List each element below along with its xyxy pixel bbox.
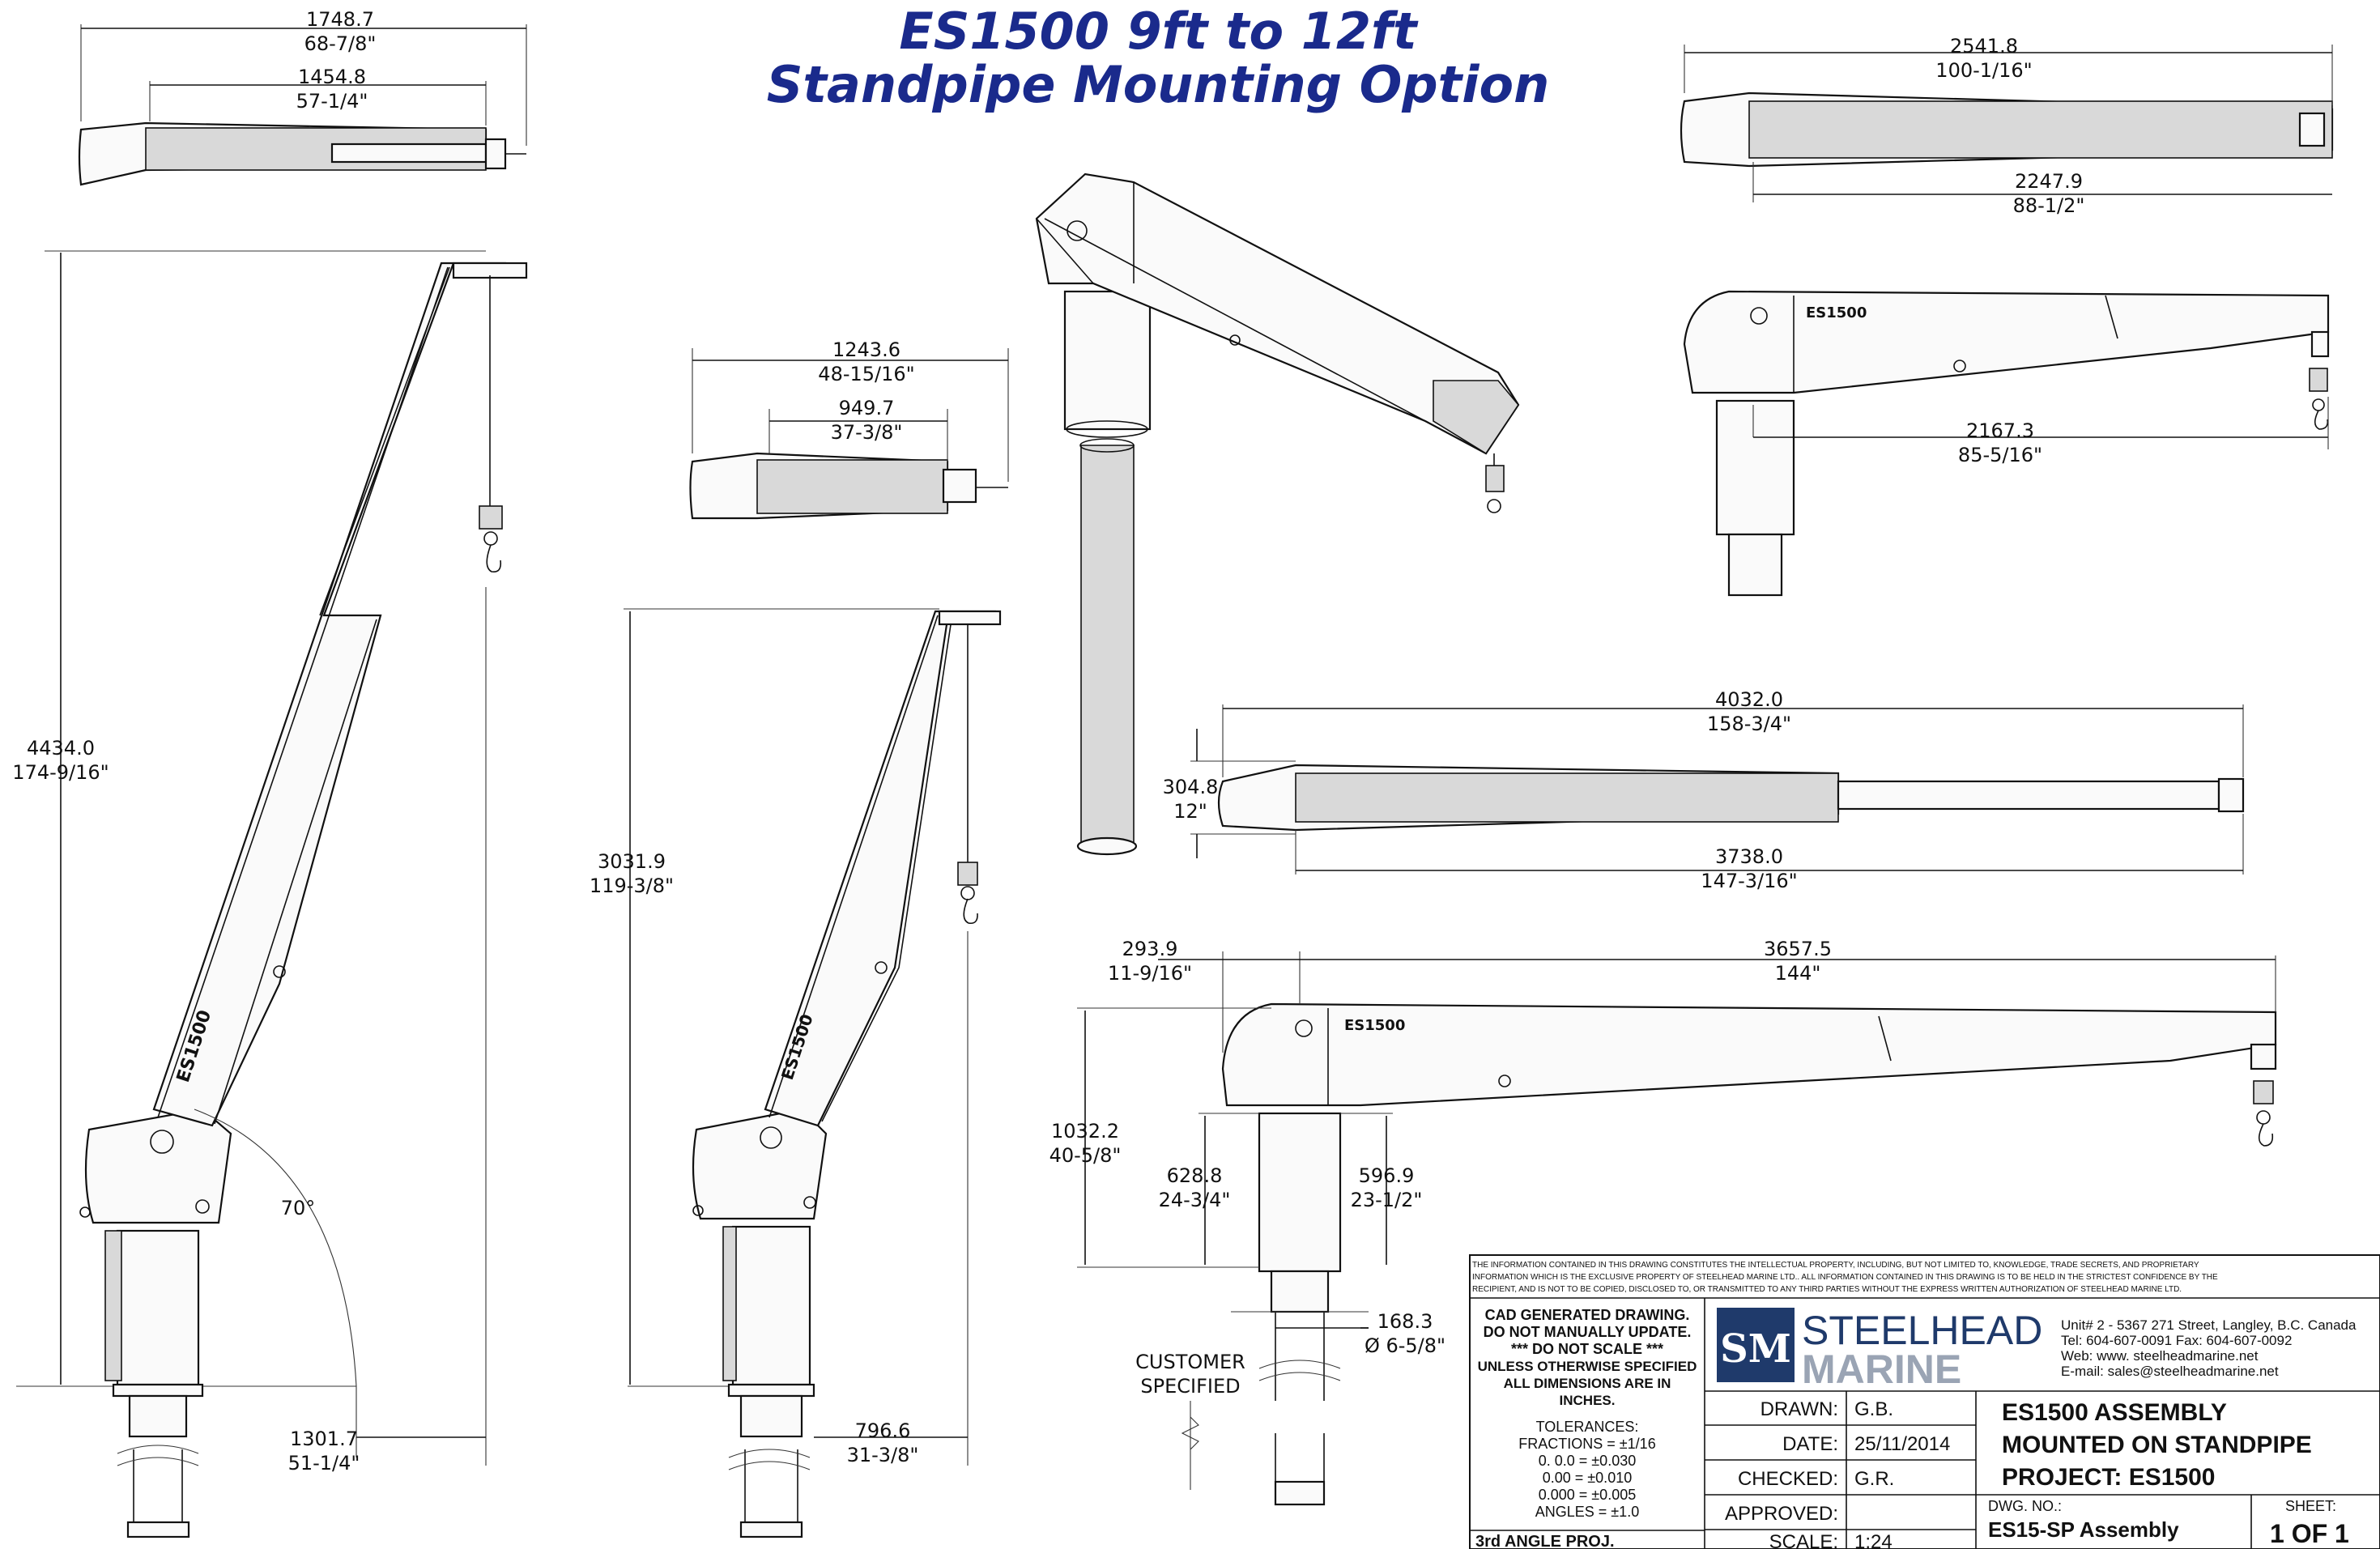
dim-mid-top-overall-mm: 1243.6 <box>832 338 900 361</box>
dim-mid-top-inner-mm: 949.7 <box>839 397 895 419</box>
value-date: 25/11/2014 <box>1854 1433 1950 1455</box>
dim-ext-top-height-mm: 304.8 <box>1163 776 1219 798</box>
address-line-2: Tel: 604-607-0091 Fax: 604-607-0092 <box>2061 1333 2292 1348</box>
dim-ext-side-reach-in: 144" <box>1775 962 1821 985</box>
dim-top-small-overall-mm: 1748.7 <box>306 8 374 31</box>
address-line-4: E-mail: sales@steelheadmarine.net <box>2061 1364 2279 1379</box>
extended-side-view: ES1500 <box>1077 951 2277 1506</box>
tall-crane-side-view: ES1500 <box>16 250 528 1538</box>
tolerance-line-2: FRACTIONS = ±1/16 <box>1518 1436 1655 1452</box>
dim-right-top-inner-in: 88-1/2" <box>2013 194 2085 217</box>
dim-ext-top-inner-mm: 3738.0 <box>1715 845 1783 868</box>
brand-mark-right: ES1500 <box>1806 304 1867 321</box>
dim-pipe-dia-in: Ø 6-5/8" <box>1365 1334 1445 1357</box>
dim-ext-side-offset-in: 11-9/16" <box>1108 962 1192 985</box>
dim-ext-side-height-in: 40-5/8" <box>1049 1144 1122 1167</box>
dim-right-side-reach-in: 85-5/16" <box>1958 444 2042 466</box>
label-checked: CHECKED: <box>1738 1468 1838 1490</box>
dim-tall-angle: 70° <box>281 1197 316 1219</box>
disclaimer-line1: THE INFORMATION CONTAINED IN THIS DRAWIN… <box>1472 1261 2199 1270</box>
dim-right-top-overall-in: 100-1/16" <box>1935 59 2032 82</box>
tolerance-line-3: 0. 0.0 = ±0.030 <box>1539 1453 1636 1469</box>
cad-note-1: CAD GENERATED DRAWING. <box>1485 1307 1690 1323</box>
dim-top-small-overall-in: 68-7/8" <box>304 32 377 55</box>
brand-mark-ext: ES1500 <box>1344 1017 1405 1034</box>
isometric-view <box>1035 172 1520 856</box>
customer-note-line2: SPECIFIED <box>1140 1375 1240 1398</box>
disclaimer-line2: INFORMATION WHICH IS THE EXCLUSIVE PROPE… <box>1472 1273 2218 1282</box>
dim-pipe-dia-mm: 168.3 <box>1377 1310 1433 1333</box>
dim-mid-height-in: 119-3/8" <box>590 875 674 897</box>
dim-right-side-reach-mm: 2167.3 <box>1966 419 2034 442</box>
cad-note-5: ALL DIMENSIONS ARE IN <box>1504 1376 1671 1391</box>
value-drawn: G.B. <box>1854 1398 1893 1420</box>
dim-ext-side-h1-in: 24-3/4" <box>1159 1189 1231 1211</box>
address-line-3: Web: www. steelheadmarine.net <box>2061 1348 2259 1364</box>
right-side-view: ES1500 <box>1683 290 2330 597</box>
dim-mid-top-inner-in: 37-3/8" <box>831 421 903 444</box>
tolerance-line-1: TOLERANCES: <box>1536 1419 1639 1435</box>
mid-plan-view <box>689 348 1009 520</box>
dwg-no-label: DWG. NO.: <box>1988 1498 2062 1514</box>
dim-ext-top-inner-in: 147-3/16" <box>1701 870 1797 892</box>
tolerance-line-5: 0.000 = ±0.005 <box>1539 1487 1636 1503</box>
dim-tall-reach-in: 51-1/4" <box>288 1452 360 1475</box>
drawing-title-line2: Standpipe Mounting Option <box>767 55 1550 114</box>
dim-ext-side-h2-in: 23-1/2" <box>1351 1189 1423 1211</box>
top-left-plan-view <box>78 24 527 186</box>
right-top-plan-view <box>1680 45 2334 202</box>
customer-note-line1: CUSTOMER <box>1135 1351 1245 1373</box>
description-line-1: ES1500 ASSEMBLY <box>2002 1399 2227 1426</box>
title-block <box>1469 1254 2380 1549</box>
address-line-1: Unit# 2 - 5367 271 Street, Langley, B.C.… <box>2061 1317 2357 1333</box>
drawing-title-line1: ES1500 9ft to 12ft <box>899 2 1419 61</box>
dim-right-top-inner-mm: 2247.9 <box>2015 170 2083 193</box>
dim-ext-side-reach-mm: 3657.5 <box>1764 938 1832 960</box>
dim-ext-side-h2-mm: 596.9 <box>1359 1164 1415 1187</box>
cad-note-2: DO NOT MANUALLY UPDATE. <box>1484 1324 1692 1340</box>
company-logo-mark: SM <box>1720 1326 1791 1372</box>
cad-note-4: UNLESS OTHERWISE SPECIFIED <box>1478 1359 1697 1374</box>
tolerance-line-4: 0.00 = ±0.010 <box>1543 1470 1632 1486</box>
dim-right-top-overall-mm: 2541.8 <box>1950 35 2018 57</box>
sheet-value: 1 OF 1 <box>2270 1519 2349 1548</box>
dim-ext-side-h1-mm: 628.8 <box>1167 1164 1223 1187</box>
dim-ext-top-overall-in: 158-3/4" <box>1707 713 1791 735</box>
description-line-2: MOUNTED ON STANDPIPE <box>2002 1432 2312 1458</box>
company-name-line1: STEELHEAD <box>1802 1308 2042 1353</box>
cad-note-3: *** DO NOT SCALE *** <box>1511 1341 1663 1357</box>
description-line-3: PROJECT: ES1500 <box>2002 1464 2215 1491</box>
dim-mid-top-overall-in: 48-15/16" <box>818 363 914 385</box>
dwg-no-value: ES15-SP Assembly <box>1988 1517 2179 1542</box>
dim-mid-reach-mm: 796.6 <box>855 1419 911 1442</box>
disclaimer-line3: RECIPIENT, AND IS NOT TO BE COPIED, DISC… <box>1472 1285 2182 1294</box>
company-name-line2: MARINE <box>1802 1347 1961 1392</box>
label-scale: SCALE: <box>1769 1531 1838 1549</box>
cad-note-6: INCHES. <box>1560 1393 1616 1408</box>
tolerance-line-6: ANGLES = ±1.0 <box>1535 1504 1639 1520</box>
dim-tall-height-mm: 4434.0 <box>27 737 95 760</box>
dim-ext-top-height-in: 12" <box>1173 800 1207 823</box>
dim-top-small-inner-in: 57-1/4" <box>296 90 368 113</box>
label-drawn: DRAWN: <box>1761 1398 1838 1420</box>
dim-ext-side-height-mm: 1032.2 <box>1051 1120 1119 1143</box>
dim-top-small-inner-mm: 1454.8 <box>298 66 366 88</box>
dim-tall-height-in: 174-9/16" <box>12 761 109 784</box>
dim-ext-top-overall-mm: 4032.0 <box>1715 688 1783 711</box>
dim-tall-reach-mm: 1301.7 <box>290 1428 358 1450</box>
label-date: DATE: <box>1782 1433 1838 1455</box>
label-approved: APPROVED: <box>1725 1503 1838 1525</box>
sheet-label: SHEET: <box>2285 1498 2336 1514</box>
projection-label: 3rd ANGLE PROJ. <box>1475 1533 1615 1549</box>
value-checked: G.R. <box>1854 1468 1894 1490</box>
dim-mid-height-mm: 3031.9 <box>598 850 666 873</box>
dim-mid-reach-in: 31-3/8" <box>847 1444 919 1466</box>
value-scale: 1:24 <box>1854 1531 1893 1549</box>
dim-ext-side-offset-mm: 293.9 <box>1122 938 1178 960</box>
extended-top-view <box>1190 704 2245 875</box>
